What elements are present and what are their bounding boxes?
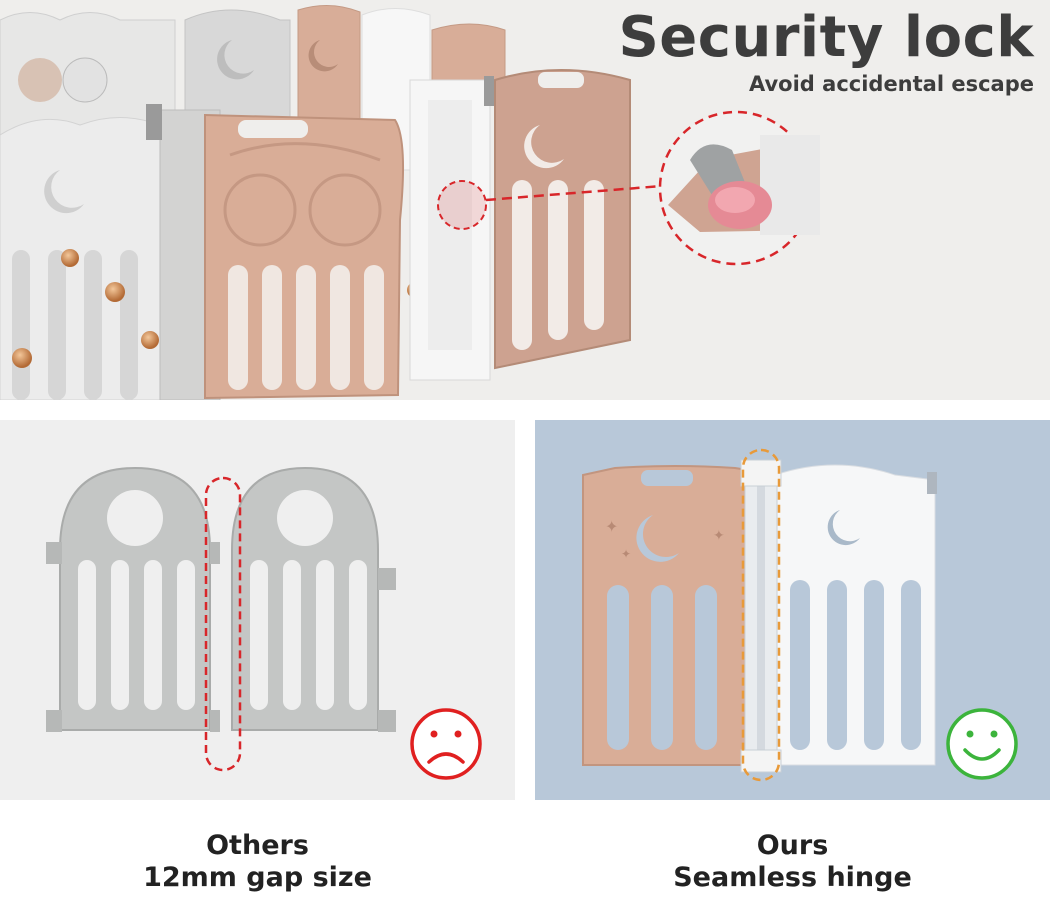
happy-face-icon [946, 708, 1018, 780]
others-comparison-panel [0, 420, 515, 800]
ours-detail: Seamless hinge [673, 862, 912, 893]
others-caption: Others 12mm gap size [0, 830, 515, 894]
ours-caption: Ours Seamless hinge [535, 830, 1050, 894]
headline: Security lock Avoid accidental escape [618, 2, 1034, 96]
grey-panels-illustration [46, 466, 482, 780]
ours-label: Ours [756, 830, 829, 861]
playpen-illustration [0, 4, 820, 400]
right-pink-panel [494, 69, 631, 370]
svg-text:✦: ✦ [713, 528, 725, 544]
hero-photo: Security lock Avoid accidental escape [0, 0, 1050, 400]
white-gate-frame [409, 76, 494, 381]
seamless-panels-illustration: ✦ ✦ ✦ [582, 448, 1018, 782]
svg-text:✦: ✦ [605, 517, 618, 536]
headline-subtitle: Avoid accidental escape [748, 72, 1034, 96]
leader-line [485, 184, 663, 202]
lock-zoom-icon [658, 110, 820, 266]
others-label: Others [206, 830, 309, 861]
lock-highlight-circle [437, 180, 487, 230]
others-detail: 12mm gap size [143, 862, 372, 893]
svg-text:✦: ✦ [621, 547, 631, 561]
gap-highlight [204, 476, 242, 772]
sad-face-icon [410, 708, 482, 780]
pink-door-panel [204, 113, 405, 400]
ours-comparison-panel: ✦ ✦ ✦ [535, 420, 1050, 800]
hinge-highlight [741, 448, 781, 782]
headline-title: Security lock [618, 5, 1034, 70]
back-panels [0, 4, 506, 171]
